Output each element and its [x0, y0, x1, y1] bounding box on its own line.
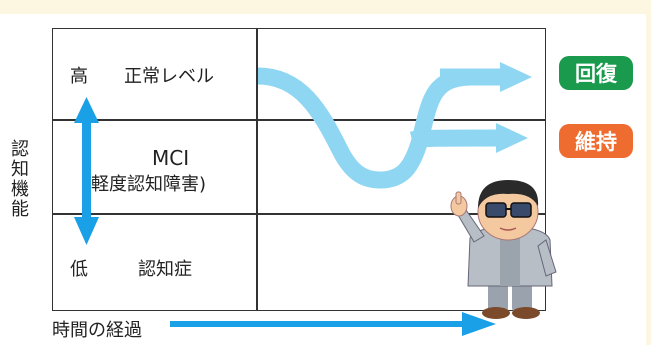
- y-axis-label-text: 認知機能: [11, 140, 29, 220]
- character-illustration: [450, 180, 557, 319]
- mci-detail-label: (軽度認知障害): [84, 174, 207, 195]
- grid-divider-normal-mci: [53, 119, 545, 121]
- y-axis-label-char: 認: [11, 139, 29, 160]
- y-axis-label-char: 能: [11, 199, 29, 220]
- maintain-badge: 維持: [559, 124, 633, 158]
- y-axis-label-char: 知: [11, 159, 29, 180]
- vertical-double-arrow: [74, 97, 99, 245]
- maintain-badge-label: 維持: [575, 130, 617, 154]
- x-axis-label: 時間の経過: [52, 320, 142, 341]
- grid-vertical-divider: [256, 29, 258, 310]
- y-axis-label: 認知機能: [11, 140, 29, 220]
- high-marker: 高: [70, 66, 88, 87]
- y-axis-label-char: 機: [11, 179, 29, 200]
- normal-level-label: 正常レベル: [124, 66, 214, 87]
- grid-divider-mci-dementia: [53, 213, 545, 215]
- mci-label: MCI: [152, 146, 190, 170]
- time-arrow: [170, 312, 496, 336]
- level-grid: [52, 28, 546, 311]
- low-marker: 低: [70, 259, 88, 280]
- recover-badge: 回復: [559, 56, 633, 90]
- right-band: [646, 0, 651, 345]
- dementia-label: 認知症: [138, 259, 192, 280]
- top-band: [0, 0, 651, 14]
- recover-badge-label: 回復: [575, 62, 617, 86]
- cognition-curve: [257, 62, 532, 189]
